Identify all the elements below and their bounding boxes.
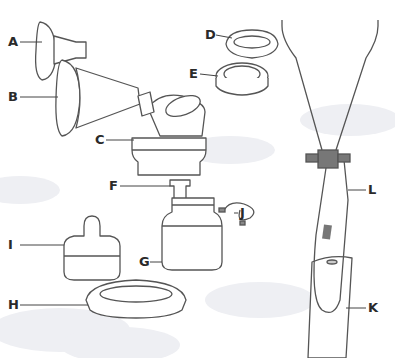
part-letter: B [8, 90, 18, 104]
part-letter: F [109, 179, 118, 193]
part-letter: G [139, 255, 150, 269]
part-letter: A [8, 35, 18, 49]
part-letter: J [240, 206, 245, 220]
part-letter: C [95, 133, 105, 147]
part-letter: L [368, 183, 376, 197]
part-letter: H [8, 298, 19, 312]
leader-lines [20, 35, 366, 308]
part-letter: K [368, 301, 378, 315]
part-letter: D [205, 28, 216, 42]
cable-and-tubing [219, 20, 378, 312]
part-outlines [36, 22, 352, 358]
part-letter: I [8, 238, 13, 252]
background-clouds [0, 104, 395, 358]
part-letter: E [189, 67, 198, 81]
